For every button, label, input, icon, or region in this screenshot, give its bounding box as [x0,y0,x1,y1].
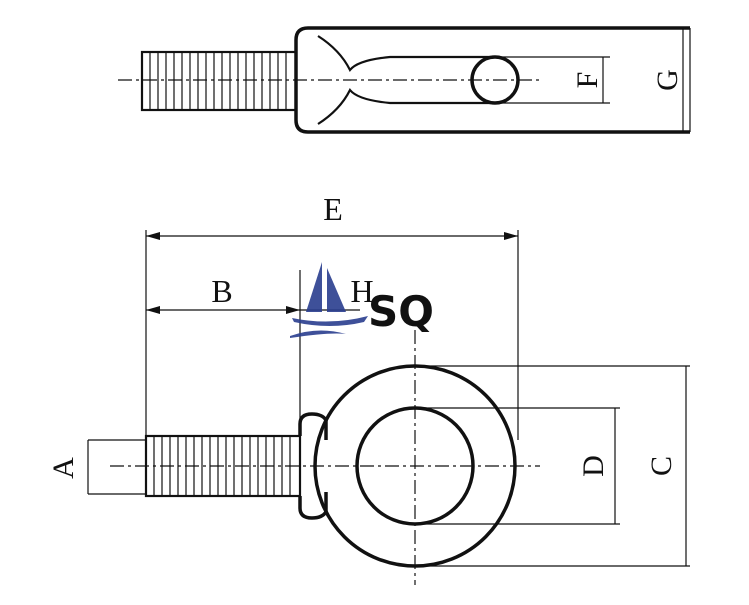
label-b: B [211,273,232,309]
label-e: E [323,191,343,227]
top-thread-lines [149,52,287,110]
label-d: D [577,455,610,477]
label-c: C [645,456,678,476]
front-thread-body [144,434,302,498]
label-h: H [350,273,373,309]
label-g: G [651,69,684,91]
top-thread-body [140,50,298,112]
label-a: A [47,457,80,479]
watermark-text: SQ [368,287,434,336]
front-view [87,230,690,585]
label-f: F [571,72,604,89]
top-eye-hole [470,55,520,105]
watermark-logo: SQ [290,262,434,338]
top-head-taper [317,35,500,125]
top-head-outline [294,26,690,134]
sailboat-icon [290,262,368,338]
top-view [118,26,691,134]
front-thread-lines [153,436,291,496]
front-collar [298,412,328,520]
